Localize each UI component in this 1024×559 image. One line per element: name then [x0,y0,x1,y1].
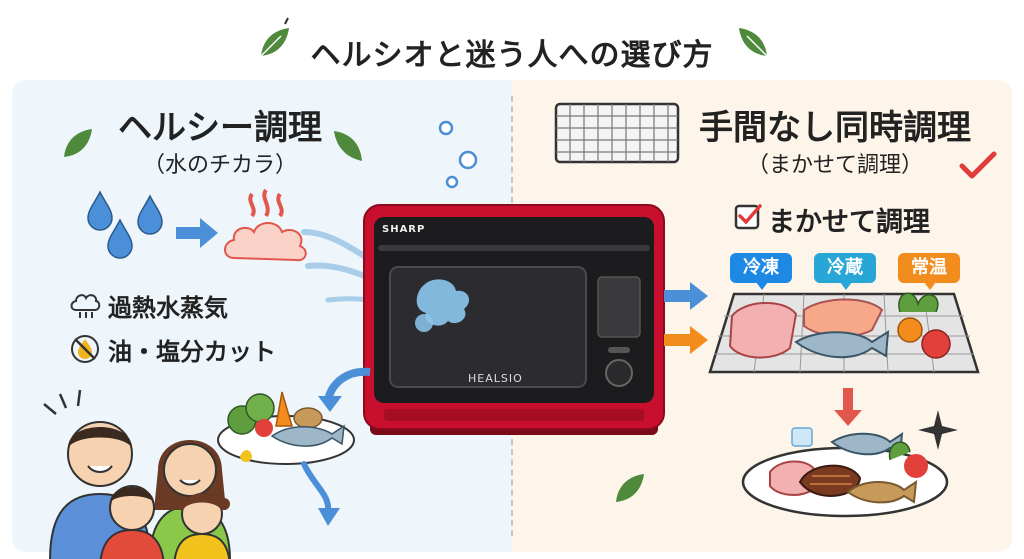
title-leaf-left-icon [260,17,289,57]
curved-arrow-icon [318,367,371,412]
title-leaf-right-icon [739,28,768,57]
rack-with-foods [708,292,980,374]
sparkle-icon [918,410,958,450]
steam-cloud-icon [224,188,307,262]
healthy-meal-plate [217,391,355,465]
arrow-right-icon [176,218,218,248]
healthy-cooking-subheading: （水のチカラ） [142,153,297,178]
steam-cloud-icon [70,294,101,318]
check-mark-icon [959,151,997,179]
badge-refrigerated: 冷蔵 [814,253,876,290]
no-oil-icon [71,335,99,363]
page-title: ヘルシオと迷う人への選び方 [310,38,714,73]
auto-cooking-checkbox-label: まかせて調理 [768,207,930,238]
oven-brand-label: SHARP [382,224,426,235]
arrow-down-icon [834,388,862,426]
badge-room-temperature: 常温 [898,253,960,290]
bubbles-icon [438,120,478,189]
feature-oil-salt-cut: 油・塩分カット [108,338,276,366]
leaf-icon [64,129,92,157]
arrow-right-icon [664,326,708,354]
cooking-rack-icon [554,102,680,164]
water-drops-icon [87,190,163,259]
leaf-icon [334,131,362,161]
feature-superheated-steam: 過熱水蒸気 [108,294,228,322]
auto-cooking-subheading: （まかせて調理） [746,153,923,178]
finished-meal-plate [741,427,949,518]
healthy-cooking-heading: ヘルシー調理 [118,108,322,148]
oven-model-label: HEALSIO [468,372,523,385]
badge-frozen: 冷凍 [730,253,792,290]
arrow-right-icon [664,282,708,310]
healsio-oven [363,204,665,435]
leaf-icon [616,474,644,502]
auto-cooking-heading: 手間なし同時調理 [699,108,971,148]
family-illustration [43,389,231,559]
checkbox-checked-icon [734,204,762,230]
drip-arrow-icon [301,461,340,526]
